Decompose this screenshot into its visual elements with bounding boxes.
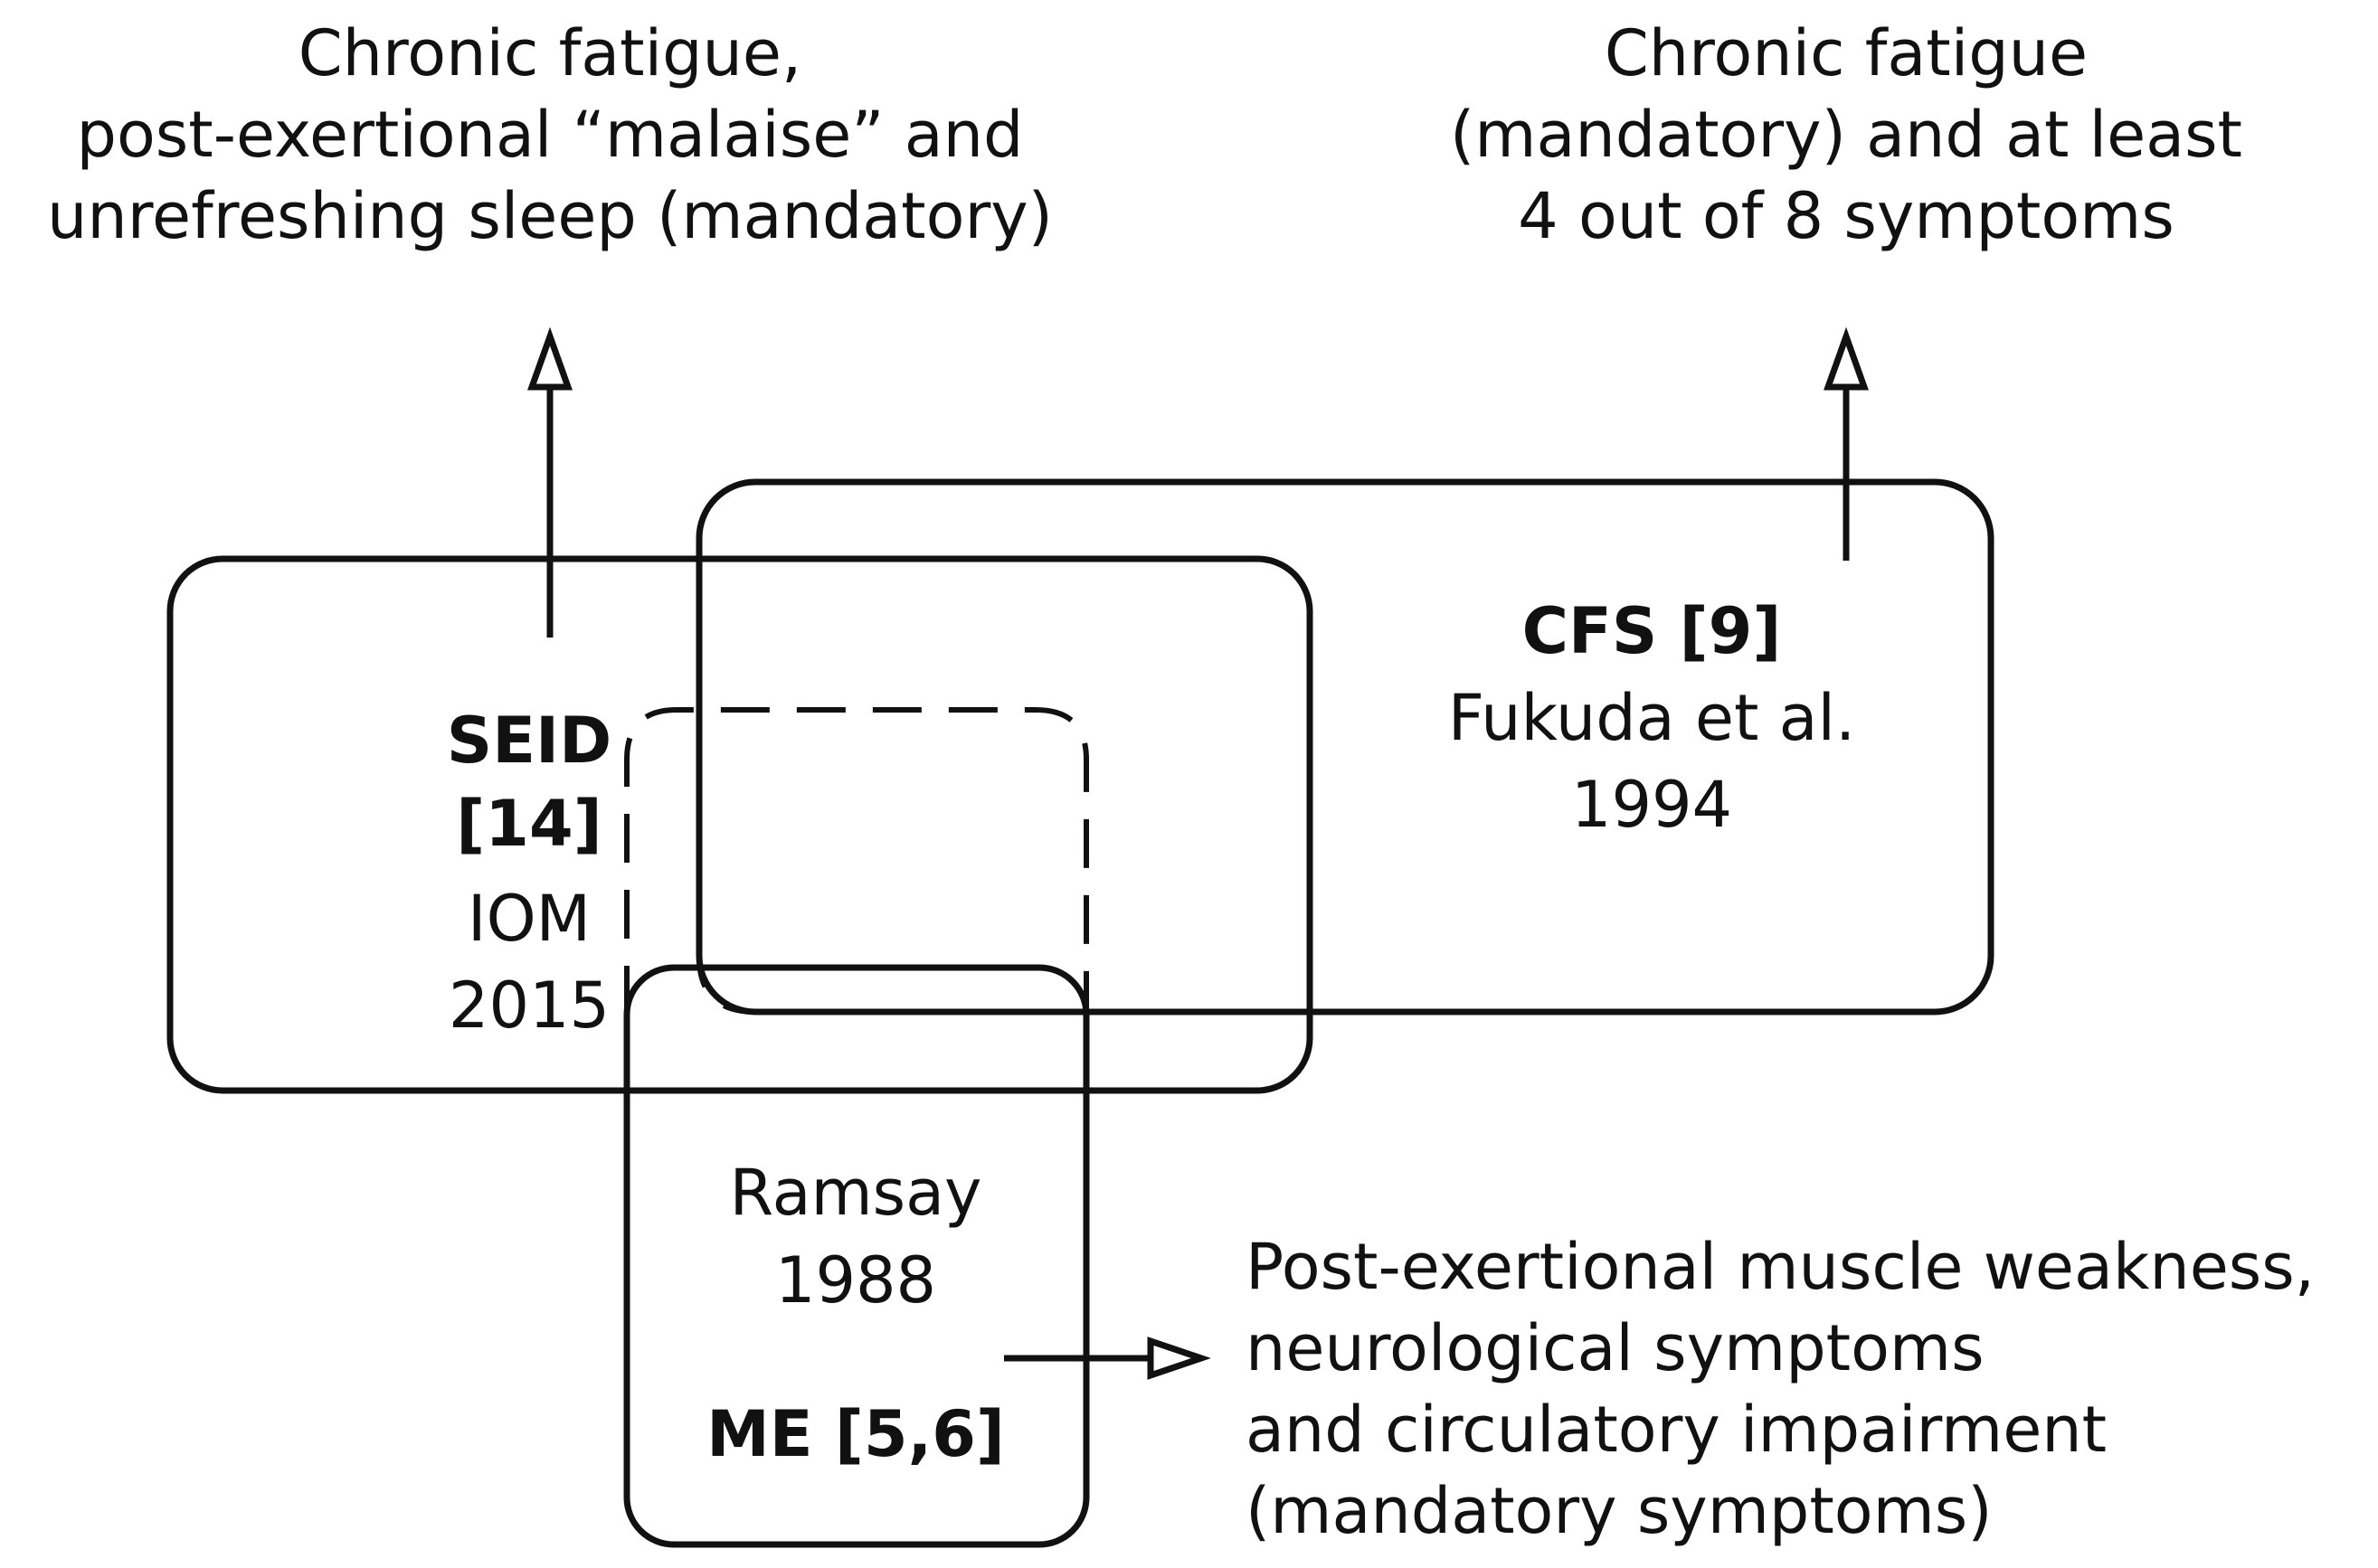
seid-criteria-line-3: unrefreshing sleep (mandatory) (47, 179, 1053, 253)
cfs-outline-dashed (696, 559, 1310, 1015)
me-name: ME [5,6] (706, 1397, 1005, 1471)
seid-arrow-head (527, 326, 573, 391)
seid-year: 2015 (449, 968, 610, 1043)
me-criteria-line-2: neurological symptoms (1246, 1311, 1985, 1385)
seid-criteria-line-2: post-exertional “malaise” and (77, 98, 1024, 172)
cfs-source: Fukuda et al. (1448, 681, 1856, 755)
cfs-year: 1994 (1571, 768, 1732, 842)
me-box (623, 964, 1090, 1548)
me-source: Ramsay (730, 1156, 982, 1230)
cfs-criteria-line-3: 4 out of 8 symptoms (1518, 179, 2174, 253)
seid-source: IOM (468, 882, 591, 956)
seid-name: SEID (447, 704, 611, 778)
seid-ref: [14] (456, 787, 602, 861)
cfs-criteria-line-1: Chronic fatigue (1605, 16, 2088, 90)
seid-criteria-line-1: Chronic fatigue, (298, 16, 801, 90)
cfs-arrow-head (1824, 326, 1869, 391)
me-criteria-line-1: Post-exertional muscle weakness, (1246, 1230, 2315, 1304)
me-year: 1988 (775, 1243, 936, 1318)
me-outline-dashed (624, 707, 1089, 1091)
me-criteria-line-3: and circulatory impairment (1246, 1393, 2107, 1467)
me-arrow-head (1147, 1337, 1211, 1380)
seid-box (166, 555, 1313, 1094)
me-criteria-line-4: (mandatory symptoms) (1246, 1474, 1993, 1548)
cfs-name: CFS [9] (1522, 594, 1782, 668)
cfs-criteria-line-2: (mandatory) and at least (1450, 98, 2242, 172)
